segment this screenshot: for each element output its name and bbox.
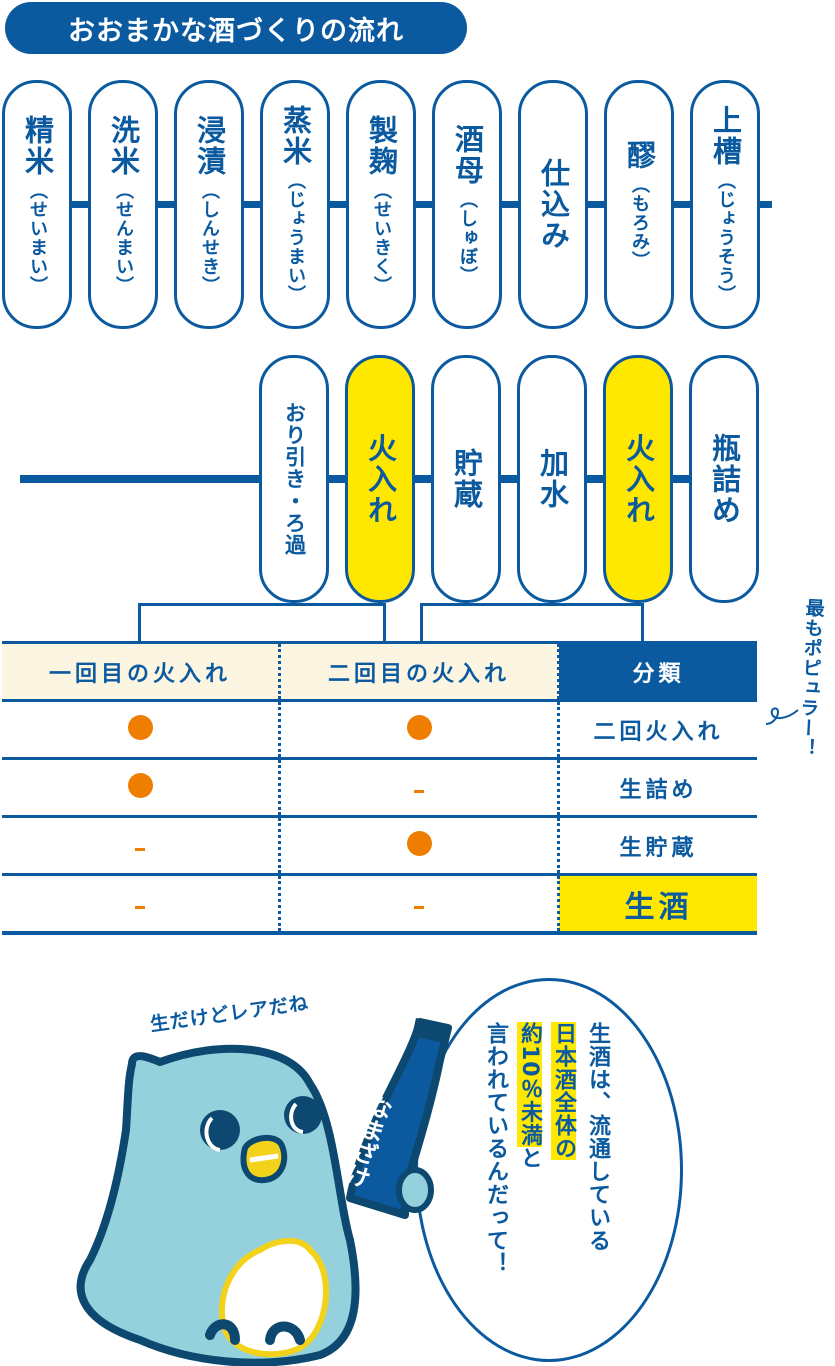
orange-dot-icon	[406, 715, 432, 740]
process-step-row2: 加水	[517, 355, 587, 603]
process-step-reading: （せいきく）	[371, 180, 392, 295]
process-step-row1: 製麹 （せいきく）	[346, 80, 416, 329]
owl-body	[76, 1044, 360, 1366]
process-step-row2: 貯蔵	[431, 355, 501, 603]
second-hiire-cell	[279, 873, 560, 935]
process-step-row1: 蒸米 （じょうまい）	[260, 80, 330, 329]
first-hiire-cell	[2, 757, 281, 817]
dash-icon	[414, 790, 424, 793]
first-hiire-cell	[2, 815, 281, 875]
orange-dot-icon	[127, 715, 153, 740]
process-step-hiire-highlight: 火入れ	[345, 355, 415, 603]
process-step-label: 製麹	[364, 114, 399, 177]
connector-first-hiire	[138, 603, 386, 645]
process-step-label: 仕込み	[536, 158, 571, 251]
process-step-label: 蒸米	[278, 105, 313, 167]
dash-icon	[135, 848, 145, 851]
process-step-label: 火入れ	[621, 432, 656, 526]
process-step-label: 洗米	[106, 114, 141, 177]
header-first-hiire: 一回目の火入れ	[2, 641, 281, 701]
table-header-row: 一回目の火入れ 二回目の火入れ 分類	[2, 641, 757, 701]
first-hiire-cell	[2, 873, 281, 935]
orange-dot-icon	[127, 773, 153, 798]
process-step-label: 酒母	[450, 124, 485, 186]
speech-bubble	[415, 978, 683, 1362]
process-step-label: 精米	[20, 114, 55, 177]
category-cell: 二回火入れ	[558, 699, 757, 759]
category-cell: 生詰め	[558, 757, 757, 817]
process-step-reading: （じょうまい）	[285, 171, 306, 304]
process-step-reading: （しゅぼ）	[457, 190, 478, 285]
speech-line1: 生酒は、流通している	[585, 1022, 610, 1252]
process-step-row2: おり引き・ろ過	[259, 355, 329, 603]
process-step-reading: （しんせき）	[199, 180, 220, 295]
second-hiire-cell	[279, 815, 560, 875]
curl-pointer-icon	[765, 707, 799, 725]
process-step-row1: 仕込み	[518, 80, 588, 329]
second-hiire-cell	[279, 757, 560, 817]
process-step-row1: 浸漬 （しんせき）	[174, 80, 244, 329]
classification-table: 一回目の火入れ 二回目の火入れ 分類 二回火入れ生詰め生貯蔵生酒	[2, 641, 757, 935]
owl-mascot-illustration: なまざけ	[76, 1018, 452, 1366]
connector-second-hiire	[420, 603, 644, 645]
process-step-row1: 醪 （もろみ）	[604, 80, 674, 329]
process-step-label: 加水	[535, 448, 570, 510]
category-cell: 生酒	[558, 873, 757, 935]
table-row: 生酒	[2, 873, 757, 935]
speech-line3-highlight: 約10％未満	[517, 1022, 542, 1147]
dash-icon	[414, 906, 424, 909]
speech-line3-rest: と	[517, 1146, 542, 1170]
process-step-row1: 洗米 （せんまい）	[88, 80, 158, 329]
process-step-reading: （じょうそう）	[715, 171, 736, 304]
popular-annotation: 最もポピュラー！	[794, 597, 826, 759]
table-row: 生貯蔵	[2, 815, 757, 875]
speech-line4: 言われているんだって！	[483, 1022, 508, 1275]
sake-bottle: なまざけ	[339, 1018, 452, 1219]
process-step-label: おり引き・ろ過	[282, 402, 307, 556]
process-step-row1: 精米 （せいまい）	[2, 80, 72, 329]
category-cell: 生貯蔵	[558, 815, 757, 875]
orange-dot-icon	[406, 831, 432, 856]
header-category: 分類	[558, 641, 757, 701]
process-step-hiire-highlight: 火入れ	[603, 355, 673, 603]
process-step-label: 浸漬	[192, 114, 227, 177]
process-step-reading: （もろみ）	[629, 174, 650, 270]
process-step-row2: 瓶詰め	[689, 355, 759, 603]
second-hiire-cell	[279, 699, 560, 759]
process-step-row1: 上槽 （じょうそう）	[690, 80, 760, 329]
process-step-label: 貯蔵	[449, 448, 484, 510]
process-step-label: 上槽	[708, 105, 743, 167]
page-title: おおまかな酒づくりの流れ	[5, 2, 467, 54]
process-step-label: 火入れ	[363, 432, 398, 526]
table-row: 二回火入れ	[2, 699, 757, 759]
speech-text: 生酒は、流通している 日本酒全体の 約10％未満と 言われているんだって！	[478, 1022, 614, 1275]
speech-line2-highlight: 日本酒全体の	[551, 1022, 576, 1160]
process-step-label: 醪	[622, 139, 657, 171]
process-step-label: 瓶詰め	[707, 432, 742, 526]
process-step-reading: （せんまい）	[113, 180, 134, 295]
dash-icon	[135, 906, 145, 909]
table-row: 生詰め	[2, 757, 757, 817]
process-step-row1: 酒母 （しゅぼ）	[432, 80, 502, 329]
header-second-hiire: 二回目の火入れ	[279, 641, 560, 701]
first-hiire-cell	[2, 699, 281, 759]
process-step-reading: （せいまい）	[27, 180, 48, 295]
